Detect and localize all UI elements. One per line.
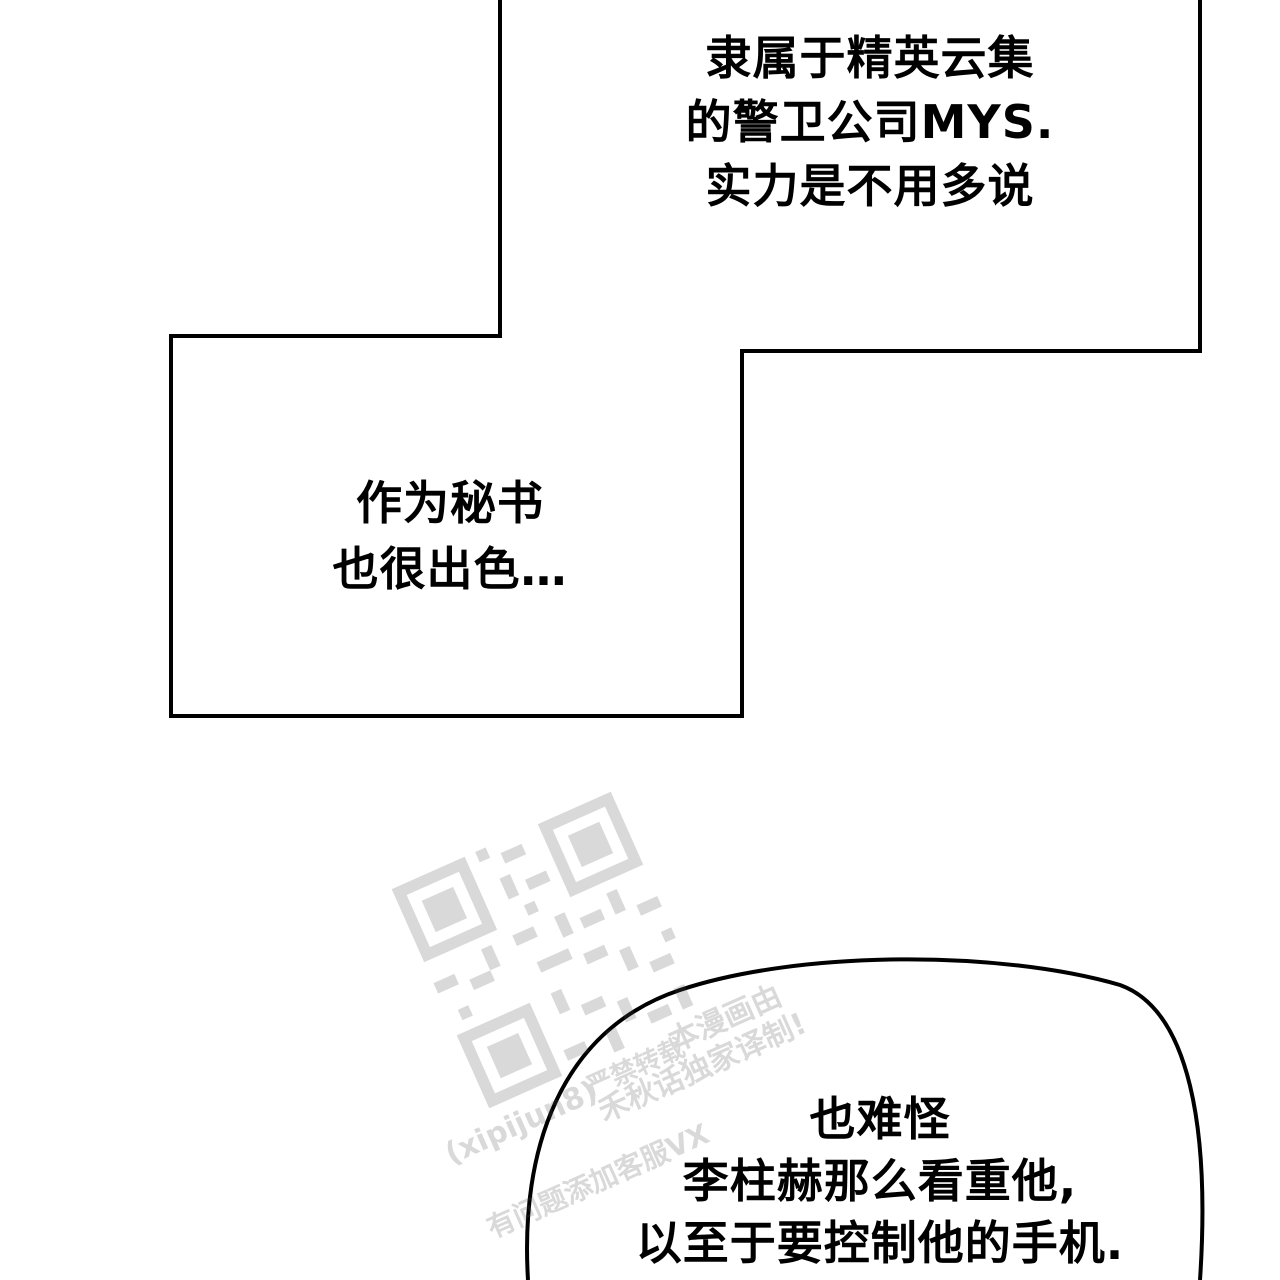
speech-bubble-line: 李柱赫那么看重他,: [682, 1154, 1078, 1208]
speech-bubble-outline: [525, 957, 1205, 1280]
caption-box-top: [169, 0, 1202, 718]
speech-bubble-line: 也难怪: [809, 1092, 951, 1146]
caption-middle-line: 也很出色…: [332, 542, 568, 596]
caption-top-line: 隶属于精英云集: [705, 31, 1035, 85]
caption-top-line: 的警卫公司MYS.: [685, 95, 1055, 149]
caption-top: 隶属于精英云集 的警卫公司MYS. 实力是不用多说: [600, 26, 1140, 218]
caption-middle: 作为秘书 也很出色…: [240, 470, 660, 602]
speech-bubble-text: 也难怪 李柱赫那么看重他, 以至于要控制他的手机.: [560, 1088, 1200, 1274]
caption-top-line: 实力是不用多说: [705, 159, 1035, 213]
speech-bubble-line: 以至于要控制他的手机.: [635, 1216, 1125, 1270]
caption-middle-line: 作为秘书: [356, 476, 544, 530]
